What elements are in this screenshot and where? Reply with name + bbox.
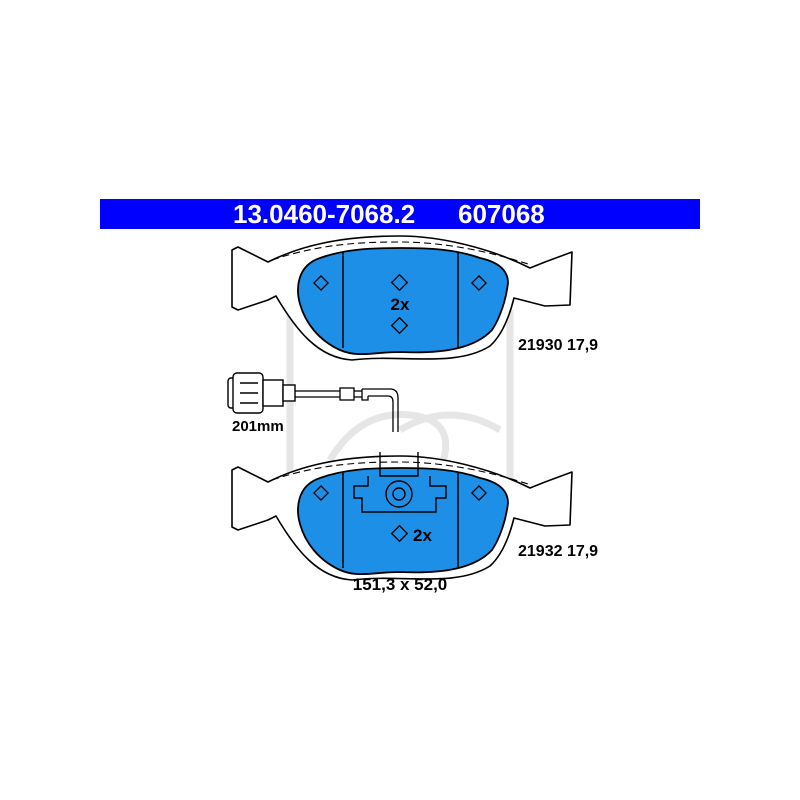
quantity-label-lower: 2x	[413, 526, 432, 545]
cable-length-label: 201mm	[232, 418, 284, 435]
pad-spec-lower: 21932 17,9	[518, 543, 598, 560]
mounting-holes-lower	[313, 485, 487, 543]
mounting-holes-upper	[313, 273, 487, 335]
pad-dimensions: 151,3 x 52,0	[353, 575, 448, 594]
sensor-cable	[295, 387, 399, 432]
brake-pad-upper: 2x	[231, 235, 573, 361]
header-banner: 13.0460-7068.2 607068	[100, 199, 700, 229]
friction-pad-upper	[297, 247, 509, 356]
friction-pad-lower	[297, 467, 509, 576]
wear-sensor: 201mm	[227, 372, 399, 435]
pad-spec-upper: 21930 17,9	[518, 337, 598, 354]
brake-pad-lower: 2x	[231, 452, 573, 581]
sensor-connector	[227, 372, 296, 414]
quantity-label-upper: 2x	[391, 295, 410, 314]
sensor-clip	[353, 452, 447, 513]
article-number: 13.0460-7068.2	[233, 199, 416, 229]
ean-code: 607068	[458, 199, 545, 229]
